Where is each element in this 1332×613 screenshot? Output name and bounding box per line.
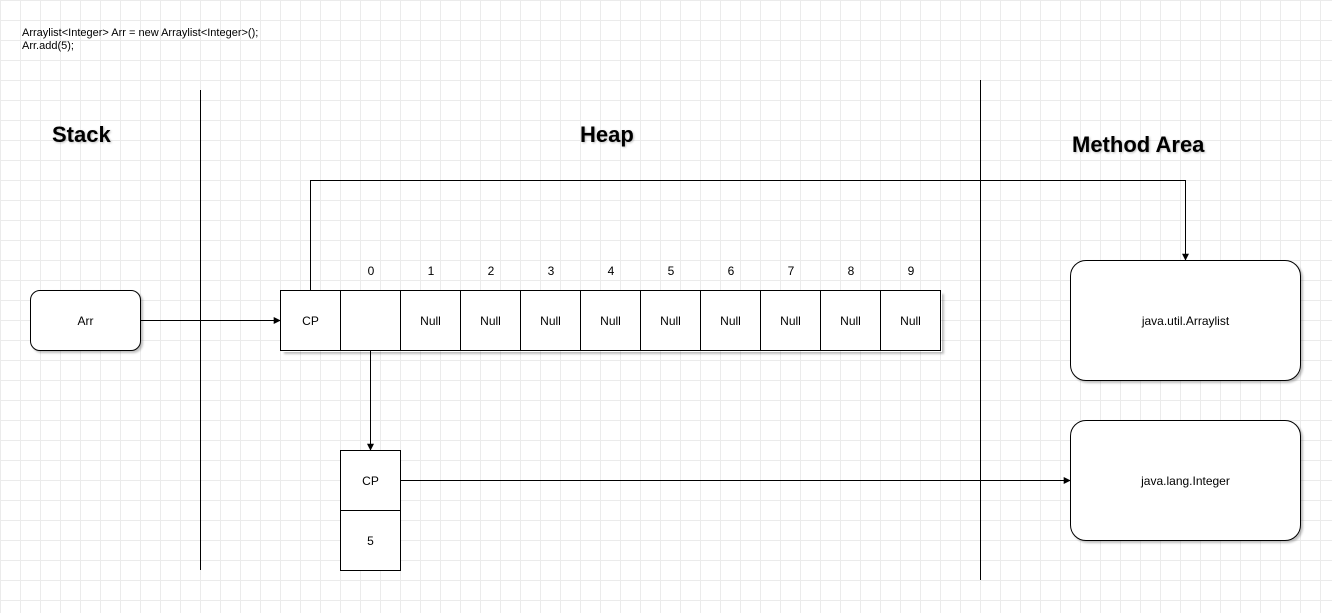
- stack-reference-arr[interactable]: Arr: [30, 290, 141, 351]
- stack-title: Stack: [52, 122, 111, 147]
- class-integer-label: java.lang.Integer: [1141, 473, 1230, 488]
- array-index-3: 3: [547, 264, 555, 278]
- array-index-2: 2: [487, 264, 495, 278]
- array-index-9: 9: [907, 264, 915, 278]
- array-index-8: 8: [847, 264, 855, 278]
- arrow-cp-to-arraylist-class: [310, 180, 1189, 290]
- class-integer[interactable]: java.lang.Integer: [1070, 420, 1301, 541]
- array-cell-1[interactable]: Null: [400, 290, 461, 351]
- array-index-0: 0: [367, 264, 375, 278]
- array-cell-2[interactable]: Null: [460, 290, 521, 351]
- array-index-1: 1: [427, 264, 435, 278]
- array-index-5: 5: [667, 264, 675, 278]
- heap-method-area-divider: [980, 80, 981, 580]
- array-index-6: 6: [727, 264, 735, 278]
- array-index-4: 4: [607, 264, 615, 278]
- integer-object-cp[interactable]: CP: [340, 450, 401, 511]
- integer-object-cp-label: CP: [362, 473, 379, 488]
- array-cell-0[interactable]: [340, 290, 401, 351]
- method-area-title: Method Area: [1072, 132, 1205, 157]
- array-header-cp[interactable]: CP: [280, 290, 341, 351]
- stack-heap-divider: [200, 90, 201, 570]
- code-line-2: Arr.add(5);: [22, 40, 74, 52]
- class-arraylist-label: java.util.Arraylist: [1141, 313, 1230, 328]
- code-line-1: Arraylist<Integer> Arr = new Arraylist<I…: [22, 27, 259, 39]
- stack-reference-label: Arr: [77, 313, 94, 328]
- array-cell-4[interactable]: Null: [580, 290, 641, 351]
- array-cell-7[interactable]: Null: [760, 290, 821, 351]
- integer-object-value[interactable]: 5: [340, 510, 401, 571]
- array-index-7: 7: [787, 264, 795, 278]
- heap-title: Heap: [580, 122, 634, 147]
- array-cell-6[interactable]: Null: [700, 290, 761, 351]
- array-cell-9[interactable]: Null: [880, 290, 941, 351]
- class-arraylist[interactable]: java.util.Arraylist: [1070, 260, 1301, 381]
- integer-object-value-label: 5: [367, 533, 374, 548]
